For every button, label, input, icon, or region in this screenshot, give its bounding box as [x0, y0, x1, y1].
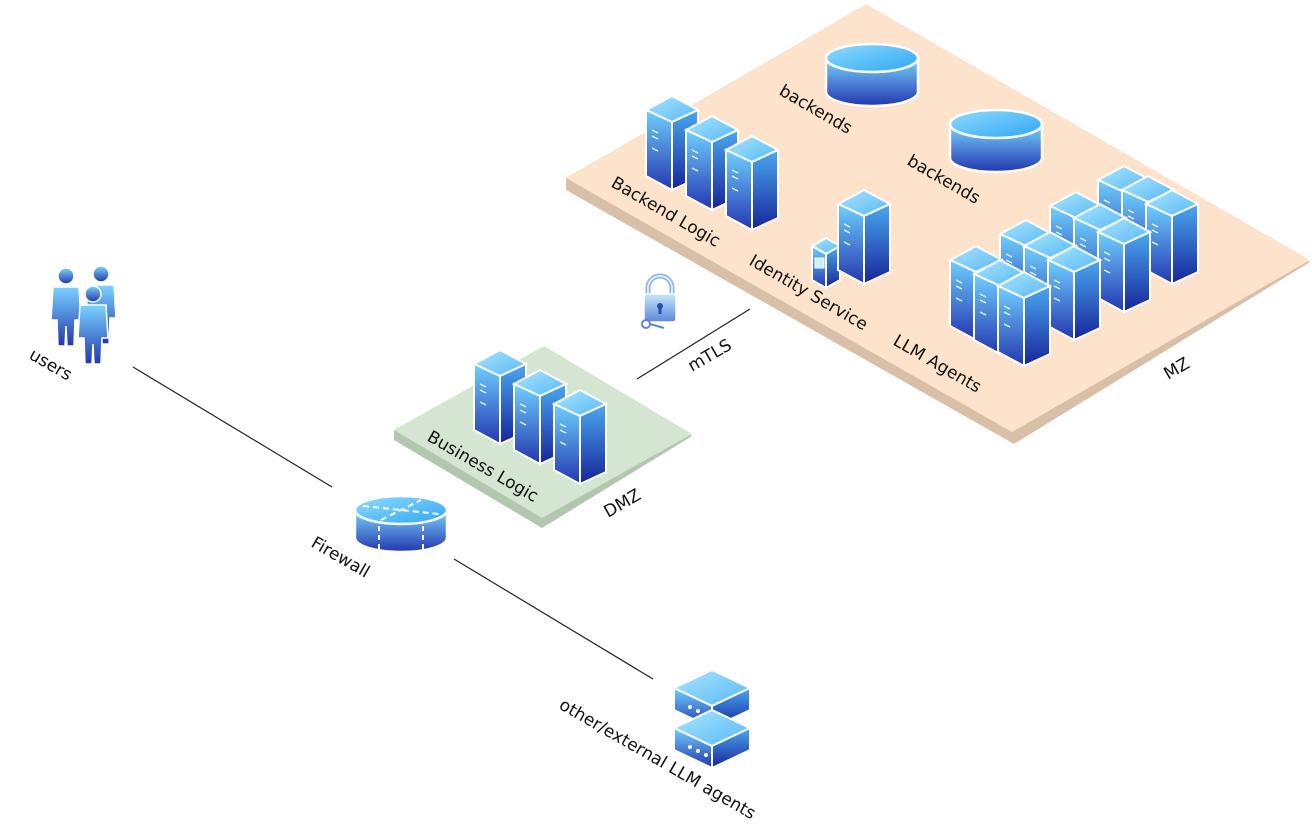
label-dmz: DMZ [601, 485, 645, 522]
lock-icon [641, 273, 677, 329]
users-icon [50, 265, 117, 365]
link-users-firewall [132, 366, 333, 488]
identity-server-icon [809, 177, 891, 290]
label-users: users [26, 345, 76, 385]
link-mtls [636, 308, 751, 380]
external-server-icon [673, 669, 751, 769]
mz-zone-surface [566, 4, 1310, 432]
firewall-icon [353, 494, 449, 554]
link-firewall-external [453, 558, 654, 680]
connections [132, 308, 751, 680]
label-mz: MZ [1161, 354, 1194, 384]
mz-zone [566, 4, 1310, 444]
database-icon [948, 108, 1044, 174]
label-mtls: mTLS [685, 335, 736, 376]
database-icon [824, 42, 920, 108]
